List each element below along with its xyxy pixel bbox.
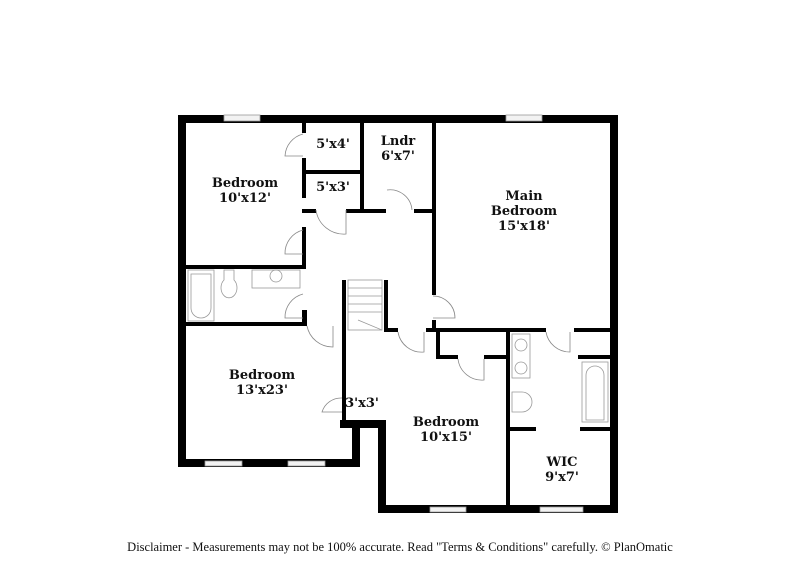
room-size: 13'x23' — [236, 383, 288, 398]
disclaimer-text: Disclaimer - Measurements may not be 100… — [127, 540, 673, 554]
bathroom-fixtures — [187, 269, 609, 423]
room-label-bedroom-13x23: Bedroom 13'x23' — [229, 368, 295, 398]
interior-walls — [186, 123, 618, 513]
room-name: Bedroom — [211, 176, 279, 191]
room-label-wic: WIC 9'x7' — [545, 455, 579, 485]
room-name: 5'x3' — [316, 180, 350, 195]
room-size: 9'x7' — [545, 470, 579, 485]
room-size: 15'x18' — [498, 219, 550, 234]
room-label-closet-5x3: 5'x3' — [316, 180, 350, 195]
room-name: 5'x4' — [316, 137, 350, 152]
windows — [204, 114, 584, 513]
room-name: 3'x3' — [345, 396, 379, 411]
room-name: WIC — [546, 455, 578, 470]
room-label-bedroom-10x12: Bedroom 10'x12' — [212, 176, 278, 206]
room-label-main-bedroom: Main Bedroom 15'x18' — [491, 189, 557, 234]
room-label-closet-5x4: 5'x4' — [316, 137, 350, 152]
room-name: Lndr — [380, 134, 416, 149]
doors — [284, 133, 571, 413]
exterior-walls — [178, 115, 618, 513]
room-name-line2: Bedroom — [490, 204, 558, 219]
room-label-laundry: Lndr 6'x7' — [381, 134, 416, 164]
room-label-bedroom-10x15: Bedroom 10'x15' — [413, 415, 479, 445]
room-size: 10'x12' — [219, 191, 271, 206]
room-name-line1: Main — [505, 189, 543, 204]
room-name: Bedroom — [228, 368, 296, 383]
room-label-closet-3x3: 3'x3' — [345, 396, 379, 411]
room-size: 6'x7' — [381, 149, 415, 164]
stairs — [347, 279, 383, 331]
room-size: 10'x15' — [420, 430, 472, 445]
room-name: Bedroom — [412, 415, 480, 430]
